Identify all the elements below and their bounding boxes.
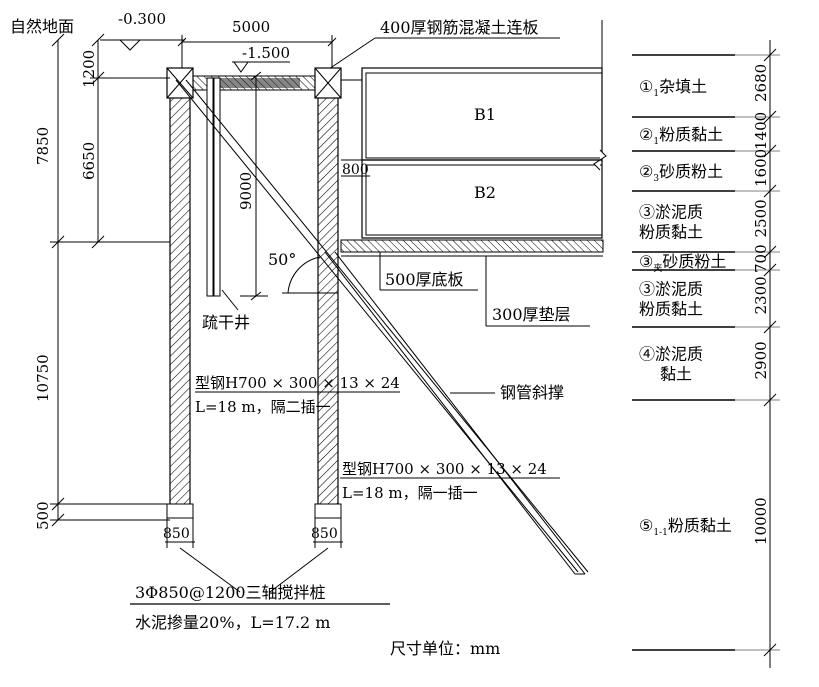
pile-850-left-label: 850: [163, 526, 190, 542]
dim-1200: 1200: [80, 50, 98, 88]
dim-800-label: 800: [342, 162, 369, 178]
steel-left-length: L=18 m，隔二插一: [195, 398, 331, 416]
soil-layer-name: ③夹砂质粉土: [639, 252, 726, 274]
bottom-slab: [340, 239, 604, 253]
ground-level-label: -0.300: [118, 10, 166, 28]
basement-structure: B1 B2: [341, 20, 607, 239]
right-retaining-wall: [314, 67, 342, 519]
left-dimension-lines: 7850 10750 500 1200 6650: [34, 33, 170, 530]
soil-layer-name: ⑤1-1粉质黏土: [639, 516, 732, 538]
angle-label: 50°: [268, 250, 296, 269]
soil-layer-thickness: 700: [752, 244, 770, 273]
ground-area: 自然地面 -0.300: [10, 10, 185, 51]
mixing-pile-spec: 3Φ850@1200三轴搅拌桩: [135, 583, 326, 602]
pile-850-right-label: 850: [311, 526, 338, 542]
soil-layer-name: ①1杂填土: [639, 77, 707, 99]
dim-9000-label: 9000: [237, 172, 255, 210]
soil-layer: ②3砂质粉土 1600: [639, 149, 770, 187]
soil-layer-name: ④淤泥质: [639, 345, 703, 364]
dim-6650: 6650: [80, 142, 98, 180]
drain-well-label: 疏干井: [202, 313, 250, 332]
bottom-slab-label: 500厚底板: [385, 270, 464, 289]
top-slab-label: 400厚钢筋混凝土连板: [380, 18, 539, 37]
dim-500: 500: [34, 501, 52, 530]
soil-layer-thickness: 2680: [752, 64, 770, 102]
dim-5000: 5000: [177, 18, 337, 70]
soil-layer-thickness: 2300: [752, 276, 770, 314]
level-1500-label: -1.500: [242, 44, 290, 62]
mixing-pile-cement: 水泥掺量20%，L=17.2 m: [135, 613, 330, 632]
soil-layer-thickness: 1600: [752, 149, 770, 187]
soil-layer-name: ③淤泥质: [639, 203, 703, 222]
cushion-label: 300厚垫层: [492, 305, 571, 324]
dim-7850: 7850: [34, 127, 52, 165]
soil-layer: ①1杂填土 2680: [639, 64, 770, 102]
soil-layer: ⑤1-1粉质黏土 10000: [639, 497, 770, 545]
soil-layer: ②1粉质黏土 1400: [639, 112, 770, 150]
dim-850-right: 850: [311, 518, 343, 548]
soil-layer-name-line2: 粉质黏土: [639, 223, 703, 242]
ground-level-marker: [118, 39, 142, 51]
soil-layer-name: ③淤泥质: [639, 280, 703, 299]
soil-layer-thickness: 2500: [752, 199, 770, 237]
units-label: 尺寸单位：mm: [390, 639, 500, 658]
drain-well: 疏干井: [202, 77, 250, 332]
dim-9000: 9000: [237, 71, 268, 301]
strut-label: 钢管斜撑: [500, 383, 564, 402]
soil-layer-thickness: 1400: [752, 112, 770, 150]
b1-label: B1: [474, 105, 496, 124]
dim-5000-label: 5000: [232, 18, 270, 36]
soil-layer-name-line2: 黏土: [660, 365, 692, 384]
soil-layer-name-line2: 粉质黏土: [639, 300, 703, 319]
soil-layer-thickness: 2900: [752, 341, 770, 379]
soil-layer-thickness: 10000: [752, 497, 770, 545]
b2-label: B2: [474, 183, 496, 202]
soil-layer-name: ②1粉质黏土: [639, 125, 723, 147]
steel-right-length: L=18 m，隔一插一: [342, 484, 478, 502]
steel-left-spec: 型钢H700 × 300 × 13 × 24: [195, 374, 400, 392]
soil-layer-name: ②3砂质粉土: [639, 162, 723, 184]
dim-850-left: 850: [163, 518, 195, 548]
dim-10750: 10750: [34, 354, 52, 402]
soil-layer: ③夹砂质粉土 700: [639, 244, 770, 274]
left-retaining-wall: [166, 67, 194, 519]
level-1500: -1.500: [232, 44, 290, 73]
angle-arc: [287, 256, 321, 294]
steel-pipe-strut: [175, 79, 589, 575]
ground-label: 自然地面: [10, 17, 74, 36]
steel-right-spec: 型钢H700 × 300 × 13 × 24: [342, 460, 547, 478]
